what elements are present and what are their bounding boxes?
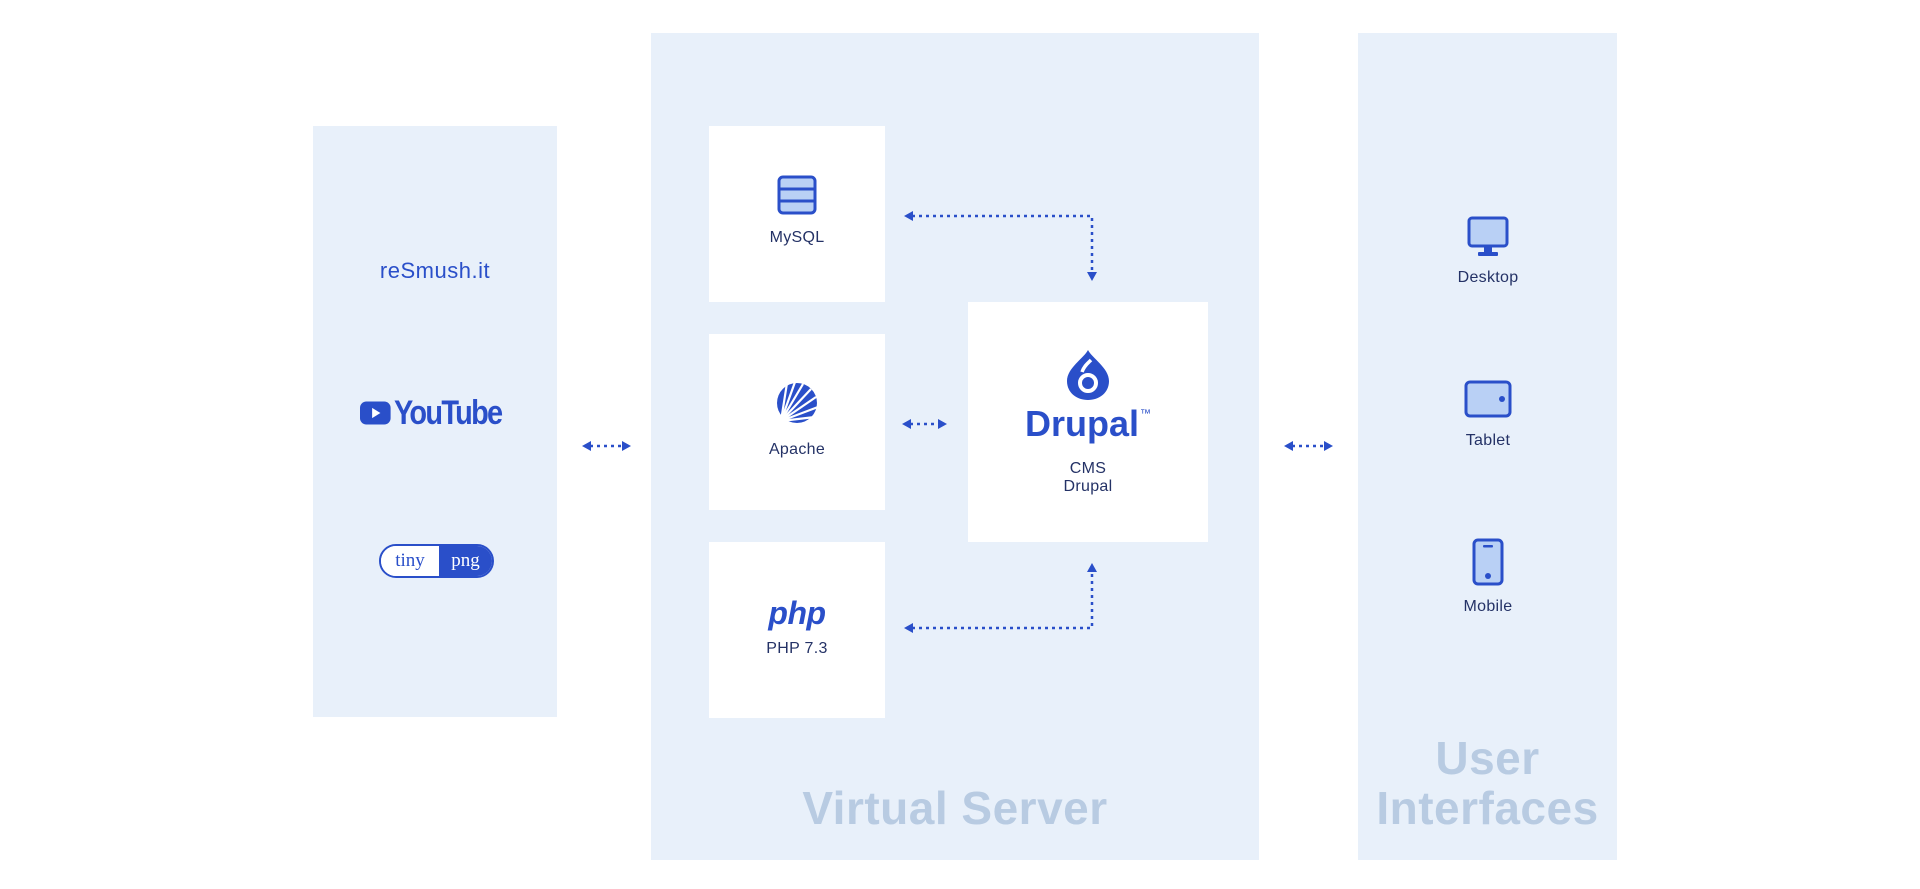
- user-interfaces-title: User Interfaces: [1358, 733, 1617, 833]
- external-services-panel: [313, 126, 557, 717]
- tinypng-logo: tiny png: [379, 544, 494, 578]
- apache-box: Apache: [709, 334, 885, 510]
- tinypng-right-text: png: [451, 550, 480, 571]
- youtube-logo: YouTube: [360, 393, 520, 433]
- cms-label-line1: CMS: [1069, 460, 1107, 477]
- mobile-icon: [1472, 538, 1504, 586]
- drupal-tm: ™: [1140, 408, 1151, 420]
- drupal-box: Drupal ™ CMS Drupal: [968, 302, 1208, 542]
- php-label: PHP 7.3: [766, 639, 828, 657]
- drupal-drop-icon: [1067, 350, 1109, 400]
- mobile-item: Mobile: [1388, 538, 1588, 616]
- mysql-label: MySQL: [769, 229, 825, 246]
- php-drupal-connector: [912, 572, 1094, 630]
- tablet-label: Tablet: [1465, 432, 1511, 449]
- virtual-server-title: Virtual Server: [802, 782, 1108, 834]
- user-interfaces-panel: [1358, 33, 1617, 860]
- php-box: php PHP 7.3: [709, 542, 885, 718]
- youtube-wordmark: YouTube: [393, 393, 503, 432]
- database-icon: [777, 175, 817, 215]
- cms-label-line2: Drupal: [1063, 478, 1113, 495]
- mysql-drupal-connector: [912, 214, 1094, 272]
- user-interfaces-title-line2: Interfaces: [1376, 782, 1599, 834]
- tablet-item: Tablet: [1388, 380, 1588, 450]
- desktop-icon: [1467, 216, 1509, 256]
- tablet-icon: [1464, 380, 1512, 418]
- user-interfaces-title-line1: User: [1435, 732, 1540, 784]
- apache-feather-icon: [777, 381, 819, 423]
- apache-label: Apache: [768, 441, 826, 458]
- resmush-label: reSmush.it: [379, 258, 491, 283]
- mobile-label: Mobile: [1463, 598, 1513, 615]
- tinypng-left-text: tiny: [395, 550, 425, 571]
- php-logo: php: [768, 594, 826, 631]
- resmush-logo: reSmush.it: [313, 258, 557, 284]
- desktop-item: Desktop: [1388, 216, 1588, 287]
- mysql-box: MySQL: [709, 126, 885, 302]
- youtube-play-icon: [360, 401, 391, 425]
- desktop-label: Desktop: [1457, 269, 1519, 286]
- drupal-wordmark: Drupal: [1024, 403, 1139, 444]
